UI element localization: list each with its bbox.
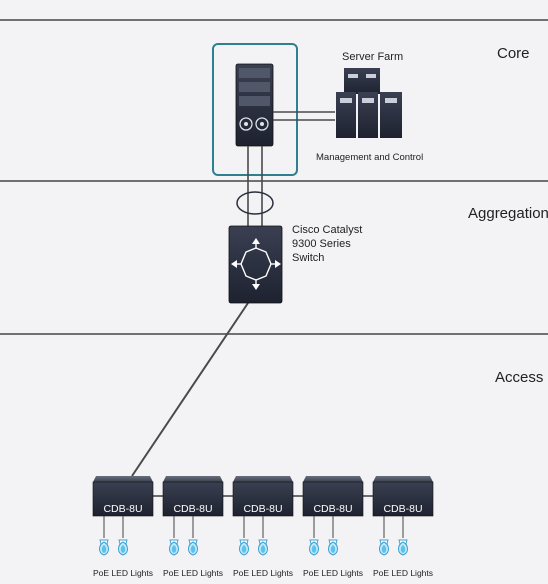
- switch-label-line-2: 9300 Series: [292, 238, 351, 250]
- poe-led-lights-label: PoE LED Lights: [163, 568, 223, 578]
- access-device: CDB-8U PoE LED Lights: [92, 476, 154, 578]
- access-device: CDB-8U PoE LED Lights: [162, 476, 224, 578]
- link-bundle-ring: [236, 191, 274, 215]
- access-device: CDB-8U PoE LED Lights: [372, 476, 434, 578]
- access-device: CDB-8U PoE LED Lights: [232, 476, 294, 578]
- switch-label-line-1: Cisco Catalyst: [292, 224, 362, 236]
- poe-led-lights-label: PoE LED Lights: [233, 568, 293, 578]
- switch-label-line-3: Switch: [292, 252, 324, 264]
- access-device-label: CDB-8U: [103, 503, 142, 515]
- poe-led-lights-label: PoE LED Lights: [373, 568, 433, 578]
- management-control-label: Management and Control: [316, 152, 423, 163]
- tier-label-access: Access: [495, 369, 543, 386]
- access-device-label: CDB-8U: [173, 503, 212, 515]
- poe-led-lights-label: PoE LED Lights: [303, 568, 363, 578]
- poe-led-lights-label: PoE LED Lights: [93, 568, 153, 578]
- aggregation-switch: [228, 225, 283, 304]
- core-switch: [235, 63, 274, 147]
- access-device-label: CDB-8U: [383, 503, 422, 515]
- tier-label-aggregation: Aggregation: [468, 205, 548, 222]
- access-device-label: CDB-8U: [313, 503, 352, 515]
- server-farm: [336, 68, 402, 138]
- uplink-line: [131, 302, 249, 477]
- core-highlight-box: [212, 43, 298, 176]
- server-farm-label: Server Farm: [342, 51, 403, 63]
- access-device-label: CDB-8U: [243, 503, 282, 515]
- access-device: CDB-8U PoE LED Lights: [302, 476, 364, 578]
- tier-label-core: Core: [497, 45, 530, 62]
